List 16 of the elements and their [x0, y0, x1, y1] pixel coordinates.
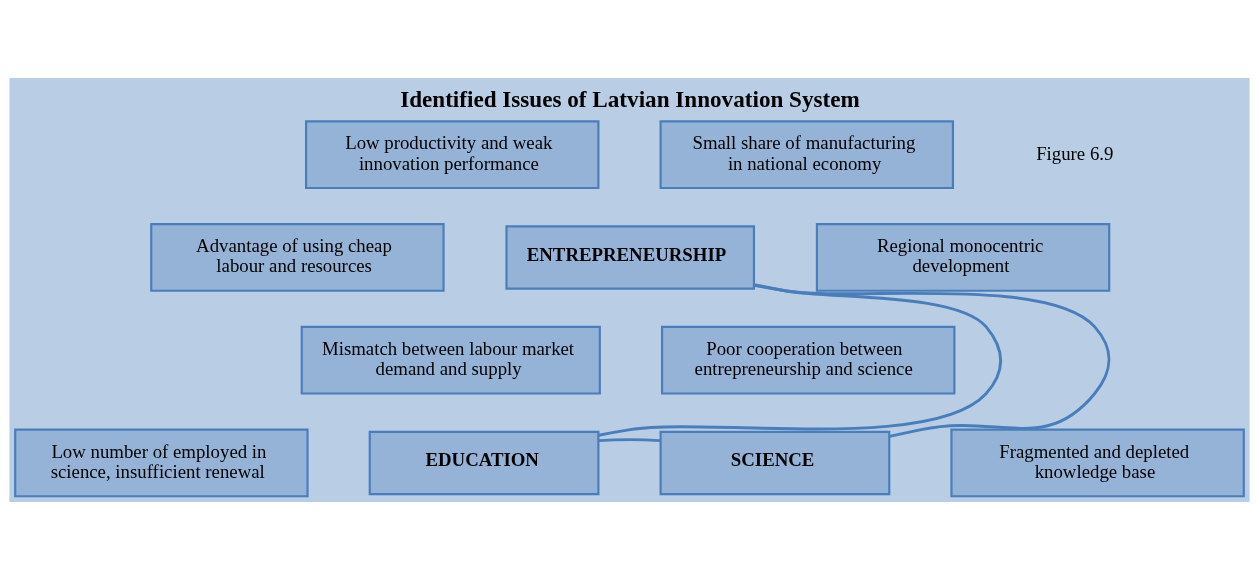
- node-box: Advantage of using cheap labour and resources: [150, 222, 445, 292]
- connector: [754, 283, 1111, 438]
- node-box: Low number of employed in science, insufficient renewal: [14, 428, 309, 497]
- node-box: Mismatch between labour market demand and supply: [300, 325, 601, 395]
- node-box: Fragmented and depleted knowledge base: [950, 428, 1245, 497]
- label: Figure 6.9: [1036, 142, 1114, 164]
- node-box: SCIENCE: [659, 430, 891, 495]
- node-box: Poor cooperation between entrepreneurship and science: [660, 325, 956, 395]
- node-box: Low productivity and weak innovation performance: [305, 119, 600, 189]
- diagram-title: Identified Issues of Latvian Innovation System: [400, 85, 860, 112]
- node-box: Regional monocentric development: [815, 222, 1111, 292]
- connector: [598, 282, 1003, 437]
- node-box: Small share of manufacturing in national economy: [659, 119, 954, 189]
- connector: [598, 437, 661, 442]
- node-box: EDUCATION: [368, 430, 600, 495]
- node-box: ENTREPRENEURSHIP: [505, 224, 756, 290]
